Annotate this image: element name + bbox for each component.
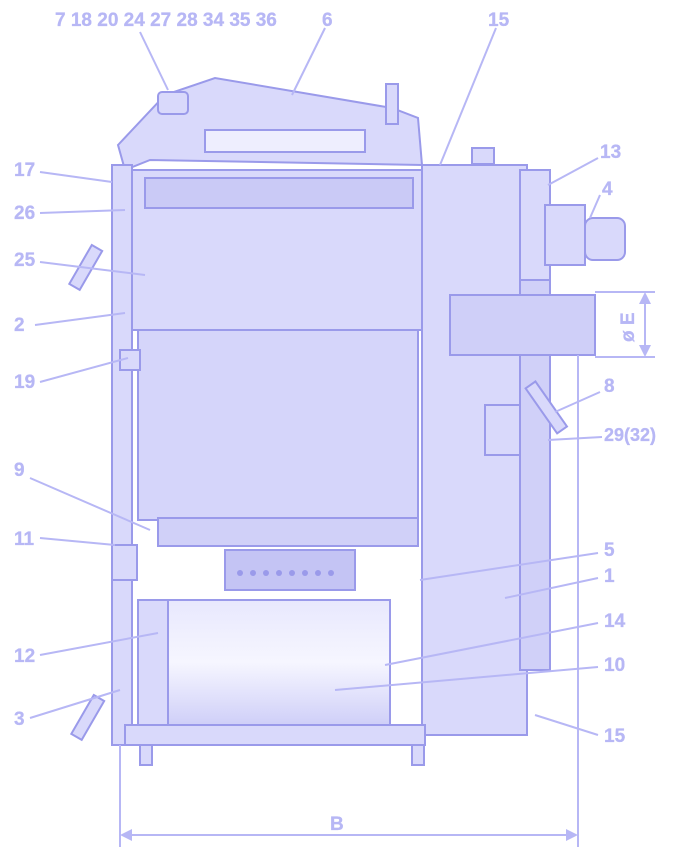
dimension-lines bbox=[119, 291, 655, 847]
label-3: 3 bbox=[14, 709, 25, 730]
lid-handle bbox=[385, 83, 399, 125]
ash-door bbox=[137, 599, 169, 726]
base-plate bbox=[124, 724, 426, 746]
ash-chamber bbox=[149, 599, 391, 726]
label-25: 25 bbox=[14, 250, 36, 271]
leg-rear bbox=[411, 744, 425, 766]
label-9: 9 bbox=[14, 460, 25, 481]
label-1: 1 bbox=[604, 566, 615, 587]
label-19: 19 bbox=[14, 372, 35, 393]
label-10: 10 bbox=[604, 655, 625, 676]
leader-lines bbox=[29, 27, 603, 736]
label-14: 14 bbox=[604, 611, 626, 632]
burner-bar bbox=[157, 517, 419, 547]
label-15-top: 15 bbox=[488, 10, 510, 31]
tube-bank bbox=[144, 177, 414, 209]
label-11: 11 bbox=[14, 529, 35, 550]
hinge-lower bbox=[111, 544, 138, 581]
label-29-32: 29(32) bbox=[604, 425, 656, 445]
label-top-group: 7 18 20 24 27 28 34 35 36 bbox=[55, 10, 277, 31]
label-12: 12 bbox=[14, 646, 35, 667]
label-5: 5 bbox=[604, 540, 615, 561]
label-dim-e: ø E bbox=[618, 312, 639, 342]
front-panel bbox=[111, 164, 133, 746]
thermostat-box bbox=[484, 404, 521, 456]
jacket-valve bbox=[471, 147, 495, 165]
lid-hinge bbox=[157, 91, 189, 115]
blower-housing bbox=[544, 204, 586, 266]
combustion-chamber bbox=[137, 329, 419, 521]
label-4: 4 bbox=[602, 179, 613, 200]
label-8: 8 bbox=[604, 376, 615, 397]
lid-insulation bbox=[204, 129, 366, 153]
flue-outlet bbox=[449, 294, 596, 356]
leg-front bbox=[139, 744, 153, 766]
label-17: 17 bbox=[14, 160, 35, 181]
label-15-bottom: 15 bbox=[604, 726, 626, 747]
label-dim-b: B bbox=[330, 814, 344, 835]
part-labels: 7 18 20 24 27 28 34 35 36 6 15 13 4 17 2… bbox=[14, 10, 656, 835]
label-2: 2 bbox=[14, 315, 25, 336]
nozzle-dots bbox=[237, 570, 334, 576]
blower-motor bbox=[584, 217, 626, 261]
label-6: 6 bbox=[322, 10, 333, 31]
rear-lever bbox=[524, 380, 569, 435]
lower-door-handle bbox=[69, 693, 106, 742]
label-13: 13 bbox=[600, 142, 621, 163]
label-26: 26 bbox=[14, 203, 35, 224]
boiler-body bbox=[67, 76, 626, 766]
nozzle-plate bbox=[224, 549, 356, 591]
